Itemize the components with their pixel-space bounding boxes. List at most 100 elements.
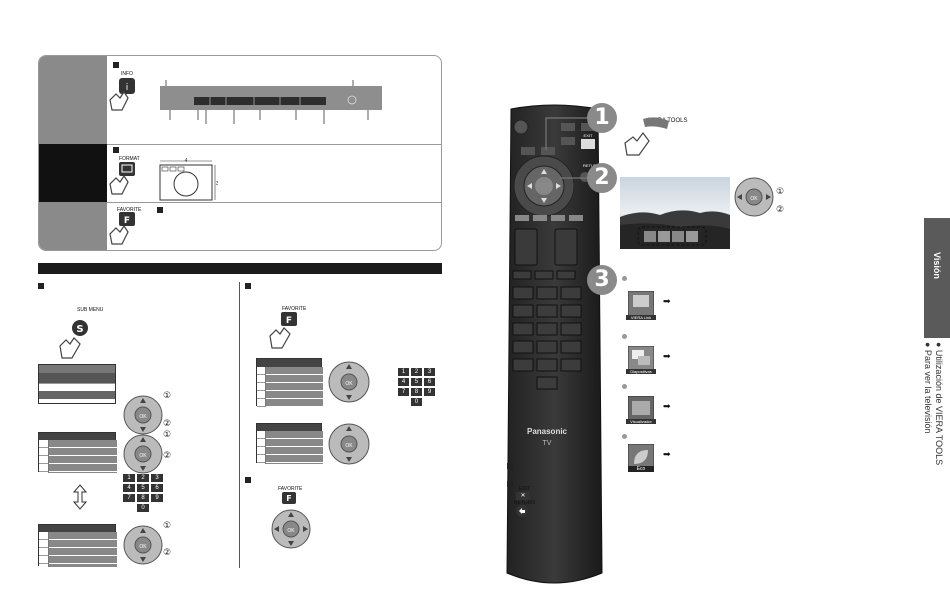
bullet bbox=[113, 147, 119, 153]
tool-label: VIERA Link bbox=[626, 315, 656, 320]
band-favorite bbox=[39, 202, 107, 250]
numpad-key: 4 bbox=[123, 484, 135, 492]
step-1-number: 1 bbox=[587, 103, 617, 133]
arrow-right-icon: ➡ bbox=[663, 296, 671, 306]
bullet bbox=[38, 283, 44, 289]
numpad-key: 9 bbox=[424, 388, 435, 396]
side-heading-2: ● Para ver la televisión bbox=[923, 342, 933, 434]
svg-text:OK: OK bbox=[139, 544, 147, 550]
marker-one: ① bbox=[163, 391, 172, 401]
exit-key-icon: ✕ bbox=[516, 492, 530, 501]
dpad-icon: OK bbox=[123, 525, 163, 565]
hand-press-submenu-icon: S bbox=[59, 320, 88, 359]
bullet bbox=[507, 463, 513, 469]
svg-text:OK: OK bbox=[750, 196, 758, 202]
section-tab bbox=[924, 218, 950, 338]
bullet bbox=[157, 207, 163, 213]
favorite-key-icon: F bbox=[282, 492, 296, 504]
dpad-icon: OK bbox=[734, 177, 774, 217]
dpad-icon: OK bbox=[123, 434, 163, 474]
numpad-key: 5 bbox=[137, 484, 149, 492]
numpad-key: 0 bbox=[137, 504, 149, 512]
swap-arrow-icon bbox=[73, 484, 87, 510]
step-3-number: 3 bbox=[587, 265, 617, 295]
numpad-key: 1 bbox=[123, 474, 135, 482]
numpad-key: 3 bbox=[424, 368, 435, 376]
numpad-key: 1 bbox=[398, 368, 409, 376]
format-dim-b: 3 bbox=[216, 181, 218, 187]
arrow-right-icon: ➡ bbox=[663, 351, 671, 361]
info-banner bbox=[160, 80, 382, 124]
aspect-ratio-diagram: 4 3 bbox=[159, 158, 218, 201]
tool-label: Visualizador bbox=[626, 419, 656, 424]
bullet bbox=[113, 62, 119, 68]
numpad-keys: 1 2 3 4 5 6 7 8 9 0 bbox=[398, 368, 436, 406]
eco-tile-icon bbox=[628, 444, 654, 470]
svg-text:OK: OK bbox=[139, 414, 147, 420]
numpad-key: 4 bbox=[398, 378, 409, 386]
exit-button-label: EXIT bbox=[519, 486, 531, 492]
band-format bbox=[39, 144, 107, 202]
column-divider bbox=[239, 282, 240, 568]
return-button-label: RETURN bbox=[514, 500, 535, 506]
channel-list-screen-1 bbox=[38, 432, 117, 473]
hand-press-favorite-icon: F bbox=[109, 212, 135, 245]
hand-press-format-icon bbox=[109, 162, 135, 195]
channel-list-screen-2 bbox=[38, 524, 117, 567]
list-bullet bbox=[622, 434, 627, 439]
remote-brand: Panasonic bbox=[527, 427, 568, 436]
dpad-icon: OK bbox=[328, 423, 370, 465]
marker-two: ② bbox=[163, 451, 172, 461]
numpad-key: 2 bbox=[137, 474, 149, 482]
favorites-list-screen-2 bbox=[256, 423, 323, 464]
step-2-number: 2 bbox=[587, 163, 617, 193]
bullet bbox=[507, 481, 513, 487]
remote-control: EXIT RETURN Panasonic TV bbox=[506, 104, 603, 584]
favorite-button-label: FAVORITE bbox=[278, 486, 303, 492]
hand-press-viera-tools-icon bbox=[624, 117, 669, 156]
side-heading-1: ● Utilización de VIERA TOOLS bbox=[934, 342, 944, 466]
format-dim-a: 4 bbox=[185, 158, 188, 164]
favorite-button-label: FAVORITE bbox=[117, 207, 142, 213]
numpad-key: 9 bbox=[151, 494, 163, 502]
numpad-key: 3 bbox=[151, 474, 163, 482]
info-button-label: INFO bbox=[121, 71, 133, 77]
svg-text:OK: OK bbox=[345, 381, 353, 387]
list-bullet bbox=[622, 334, 627, 339]
svg-text:OK: OK bbox=[139, 453, 147, 459]
section-header-bar bbox=[38, 263, 442, 274]
tv-screen-landscape bbox=[620, 177, 730, 249]
marker-one: ① bbox=[776, 187, 785, 197]
svg-text:S: S bbox=[76, 324, 83, 335]
band-info bbox=[39, 56, 107, 144]
numpad-key: 8 bbox=[411, 388, 422, 396]
svg-text:i: i bbox=[126, 83, 129, 93]
numpad-key: 7 bbox=[398, 388, 409, 396]
favorites-list-screen-1 bbox=[256, 358, 323, 407]
numpad-key: 5 bbox=[411, 378, 422, 386]
svg-text:OK: OK bbox=[287, 528, 295, 534]
tool-label: Eco bbox=[628, 466, 654, 472]
numpad-key: 6 bbox=[151, 484, 163, 492]
remote-model: TV bbox=[543, 440, 552, 447]
dpad-icon: OK bbox=[328, 361, 370, 403]
numpad-key: 7 bbox=[123, 494, 135, 502]
list-bullet bbox=[622, 276, 627, 281]
numpad-key: 6 bbox=[424, 378, 435, 386]
marker-two: ② bbox=[163, 548, 172, 558]
svg-text:F: F bbox=[124, 216, 130, 226]
marker-one: ① bbox=[163, 430, 172, 440]
numpad-key: 2 bbox=[411, 368, 422, 376]
arrow-right-icon: ➡ bbox=[663, 401, 671, 411]
dpad-icon: OK bbox=[271, 509, 311, 549]
info-panel bbox=[38, 55, 442, 251]
marker-one: ① bbox=[163, 521, 172, 531]
slideshow-tile-icon bbox=[628, 346, 654, 372]
marker-two: ② bbox=[776, 205, 785, 215]
submenu-button-label: SUB MENU bbox=[77, 307, 104, 313]
dpad-icon: OK bbox=[123, 395, 163, 435]
numpad-key: 0 bbox=[411, 398, 422, 406]
viewer-tile-icon bbox=[628, 396, 654, 422]
svg-text:EXIT: EXIT bbox=[584, 133, 593, 138]
tool-label: Diapositivas bbox=[626, 369, 656, 374]
